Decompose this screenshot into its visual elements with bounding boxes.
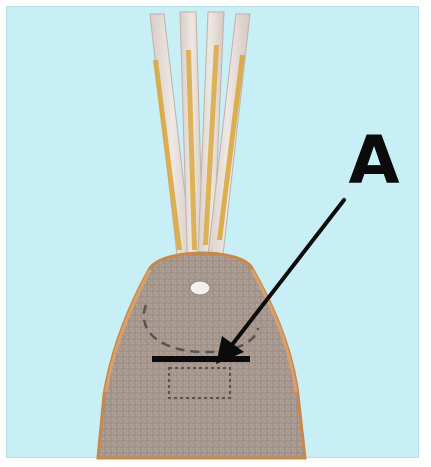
sling-body bbox=[98, 253, 305, 458]
eye-opening bbox=[190, 281, 210, 295]
hanging-straps bbox=[150, 12, 250, 282]
callout-label: A bbox=[344, 126, 404, 196]
marker-line bbox=[152, 356, 250, 362]
